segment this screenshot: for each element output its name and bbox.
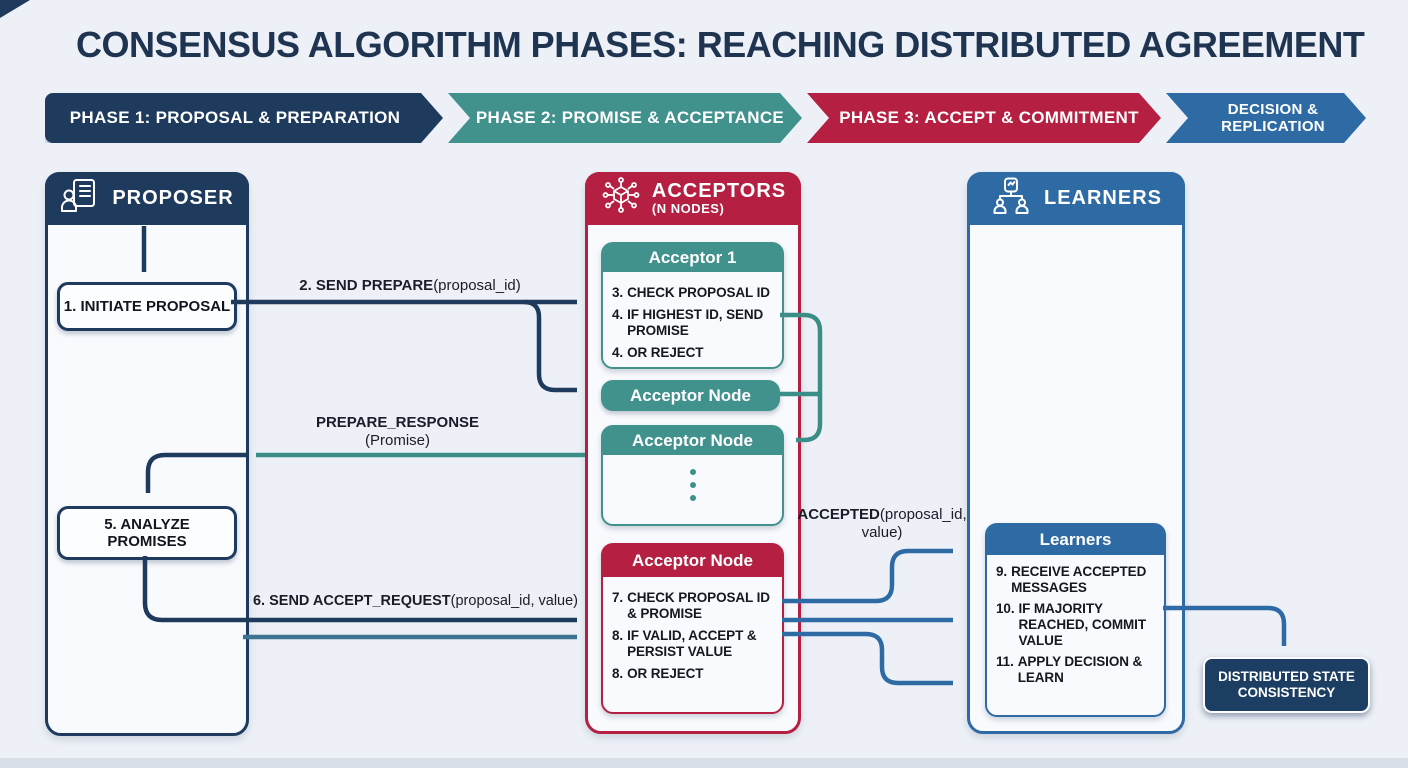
- learners-title: LEARNERS: [1043, 187, 1162, 209]
- acceptor-1-items: 3. CHECK PROPOSAL ID 4. IF HIGHEST ID, S…: [603, 272, 782, 373]
- distributed-state-consistency-box: DISTRIBUTED STATE CONSISTENCY: [1203, 657, 1370, 713]
- hierarchy-icon: [990, 177, 1032, 220]
- acceptor-node-2-box: Acceptor Node: [601, 425, 784, 526]
- acceptor-node-pill-label: Acceptor Node: [630, 385, 751, 405]
- acceptors-header: ACCEPTORS (N NODES): [585, 172, 801, 225]
- outcome-label: DISTRIBUTED STATE CONSISTENCY: [1218, 668, 1355, 700]
- corner-decoration: [0, 0, 30, 18]
- phase-1-label: PHASE 1: PROPOSAL & PREPARATION: [69, 108, 401, 127]
- phase-banner-1: PHASE 1: PROPOSAL & PREPARATION: [45, 93, 443, 143]
- network-nodes-icon: [600, 175, 642, 222]
- proposer-header: PROPOSER: [45, 172, 249, 225]
- analyze-promises-box: 5. ANALYZE PROMISES: [57, 506, 237, 560]
- acceptor-1-header: Acceptor 1: [603, 244, 782, 272]
- acceptors-subtitle: (N NODES): [651, 201, 725, 217]
- phase-3-label: PHASE 3: ACCEPT & COMMITMENT: [839, 108, 1139, 127]
- acceptors-title: ACCEPTORS: [651, 180, 787, 203]
- phase-4-label: DECISION & REPLICATION: [1221, 100, 1325, 135]
- acceptor-node-pill: Acceptor Node: [601, 380, 780, 411]
- phase-banner-3: PHASE 3: ACCEPT & COMMITMENT: [807, 93, 1161, 143]
- step-item: 11. APPLY DECISION & LEARN: [996, 653, 1143, 685]
- message-label-accepted: ACCEPTED(proposal_id, value): [797, 506, 967, 541]
- person-document-icon: [60, 178, 100, 219]
- step-item: 4. IF HIGHEST ID, SEND PROMISE: [612, 306, 764, 338]
- phase-2-label: PHASE 2: PROMISE & ACCEPTANCE: [475, 108, 785, 127]
- proposer-title: PROPOSER: [112, 187, 234, 209]
- step-item: 9. RECEIVE ACCEPTED MESSAGES: [996, 564, 1147, 595]
- learners-header: LEARNERS: [967, 172, 1185, 225]
- analyze-promises-label: 5. ANALYZE PROMISES: [104, 515, 190, 550]
- initiate-proposal-label: 1. INITIATE PROPOSAL: [63, 297, 231, 315]
- arrow-accepted-up: [782, 548, 953, 604]
- bottom-strip: [0, 758, 1408, 768]
- acceptor-node-2-header: Acceptor Node: [603, 427, 782, 455]
- phase-banner-4: DECISION & REPLICATION: [1166, 93, 1366, 143]
- step-item: 3. CHECK PROPOSAL ID: [612, 285, 770, 300]
- arrow-accepted-down: [782, 631, 953, 686]
- acceptor-node-3-box: Acceptor Node 7. CHECK PROPOSAL ID & PRO…: [601, 543, 784, 714]
- acceptor-1-box: Acceptor 1 3. CHECK PROPOSAL ID 4. IF HI…: [601, 242, 784, 369]
- initiate-proposal-box: 1. INITIATE PROPOSAL: [57, 282, 237, 331]
- phase-banner-2: PHASE 2: PROMISE & ACCEPTANCE: [448, 93, 802, 143]
- step-item: 8. OR REJECT: [612, 665, 704, 681]
- learners-inner-header: Learners: [987, 525, 1164, 555]
- page-title: CONSENSUS ALGORITHM PHASES: REACHING DIS…: [76, 24, 1365, 65]
- acceptor-node-3-items: 7. CHECK PROPOSAL ID & PROMISE 8. IF VAL…: [603, 577, 782, 694]
- ellipsis-dots: [603, 455, 782, 501]
- message-label-prepare-response: PREPARE_RESPONSE (Promise): [315, 414, 480, 449]
- learners-items: 9. RECEIVE ACCEPTED MESSAGES 10. IF MAJO…: [987, 555, 1164, 696]
- acceptor-node-3-header: Acceptor Node: [603, 545, 782, 577]
- learners-inner-box: Learners 9. RECEIVE ACCEPTED MESSAGES 10…: [985, 523, 1166, 717]
- step-item: 8. IF VALID, ACCEPT & PERSIST VALUE: [612, 627, 757, 659]
- message-label-accept-request: 6. SEND ACCEPT_REQUEST(proposal_id, valu…: [252, 593, 579, 609]
- step-item: 7. CHECK PROPOSAL ID & PROMISE: [612, 590, 770, 621]
- step-item: 4. OR REJECT: [612, 344, 704, 360]
- proposer-column: PROPOSER: [45, 172, 249, 736]
- step-item: 10. IF MAJORITY REACHED, COMMIT VALUE: [996, 600, 1146, 648]
- arrow-send-prepare-branch: [523, 299, 577, 393]
- message-label-send-prepare: 2. SEND PREPARE(proposal_id): [299, 277, 521, 294]
